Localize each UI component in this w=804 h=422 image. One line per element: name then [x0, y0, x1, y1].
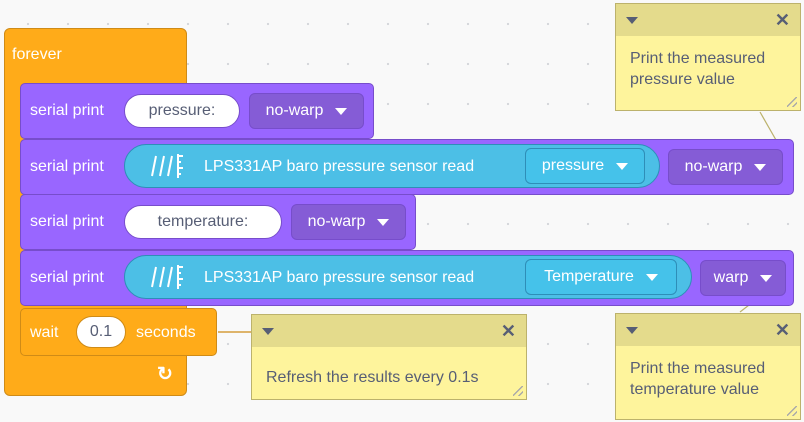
comment-text[interactable]: Print the measured pressure value	[630, 50, 766, 88]
resize-handle-icon[interactable]	[787, 97, 797, 107]
close-icon[interactable]: ✕	[774, 320, 790, 340]
wait-label: wait	[30, 324, 59, 341]
sensor-option-dropdown-1[interactable]: pressure	[525, 148, 645, 184]
chevron-down-icon	[377, 218, 390, 226]
warp-dropdown-value: no-warp	[307, 213, 366, 230]
resize-handle-icon[interactable]	[513, 386, 523, 396]
comment-text[interactable]: Refresh the results every 0.1s	[266, 369, 479, 386]
sensor-option-dropdown-2[interactable]: Temperature	[525, 259, 677, 295]
comment-header[interactable]: ✕	[616, 314, 800, 346]
pressure-sensor-icon	[151, 154, 183, 178]
comment-header[interactable]: ✕	[616, 4, 800, 36]
close-icon[interactable]: ✕	[774, 10, 790, 30]
serial-print-label: serial print	[30, 269, 104, 286]
warp-dropdown-1[interactable]: no-warp	[249, 93, 364, 129]
close-icon[interactable]: ✕	[500, 321, 516, 341]
serial-print-label: serial print	[30, 102, 104, 119]
forever-label: forever	[12, 46, 62, 63]
chevron-down-icon	[335, 107, 348, 115]
chevron-down-icon	[616, 162, 629, 170]
comment-refresh[interactable]: ✕ Refresh the results every 0.1s	[251, 314, 527, 400]
comment-text[interactable]: Print the measured temperature value	[630, 360, 766, 398]
chevron-down-icon	[760, 274, 773, 282]
warp-dropdown-4[interactable]: warp	[700, 260, 786, 296]
sensor-option-value: Temperature	[544, 268, 634, 285]
comment-header[interactable]: ✕	[252, 315, 526, 347]
temperature-text-input[interactable]: temperature:	[124, 205, 282, 239]
sensor-read-label: LPS331AP baro pressure sensor read	[204, 158, 475, 175]
comment-pressure[interactable]: ✕ Print the measured pressure value	[615, 3, 801, 111]
warp-dropdown-3[interactable]: no-warp	[291, 204, 406, 240]
collapse-triangle-icon[interactable]	[262, 327, 274, 335]
chevron-down-icon	[645, 273, 658, 281]
warp-dropdown-2[interactable]: no-warp	[668, 149, 783, 185]
warp-dropdown-value: warp	[713, 269, 749, 286]
wait-unit-label: seconds	[136, 324, 196, 341]
pressure-sensor-icon	[151, 265, 183, 289]
comment-temperature[interactable]: ✕ Print the measured temperature value	[615, 313, 801, 420]
serial-print-label: serial print	[30, 158, 104, 175]
wait-seconds-input[interactable]: 0.1	[76, 316, 126, 348]
collapse-triangle-icon[interactable]	[626, 326, 638, 334]
warp-dropdown-value: no-warp	[265, 102, 324, 119]
chevron-down-icon	[754, 163, 767, 171]
pressure-text-input[interactable]: pressure:	[124, 94, 240, 128]
collapse-triangle-icon[interactable]	[626, 16, 638, 24]
warp-dropdown-value: no-warp	[684, 158, 743, 175]
loop-arrow-icon: ↻	[157, 363, 173, 385]
serial-print-label: serial print	[30, 213, 104, 230]
sensor-read-label: LPS331AP baro pressure sensor read	[204, 269, 475, 286]
sensor-option-value: pressure	[541, 157, 605, 174]
resize-handle-icon[interactable]	[787, 406, 797, 416]
